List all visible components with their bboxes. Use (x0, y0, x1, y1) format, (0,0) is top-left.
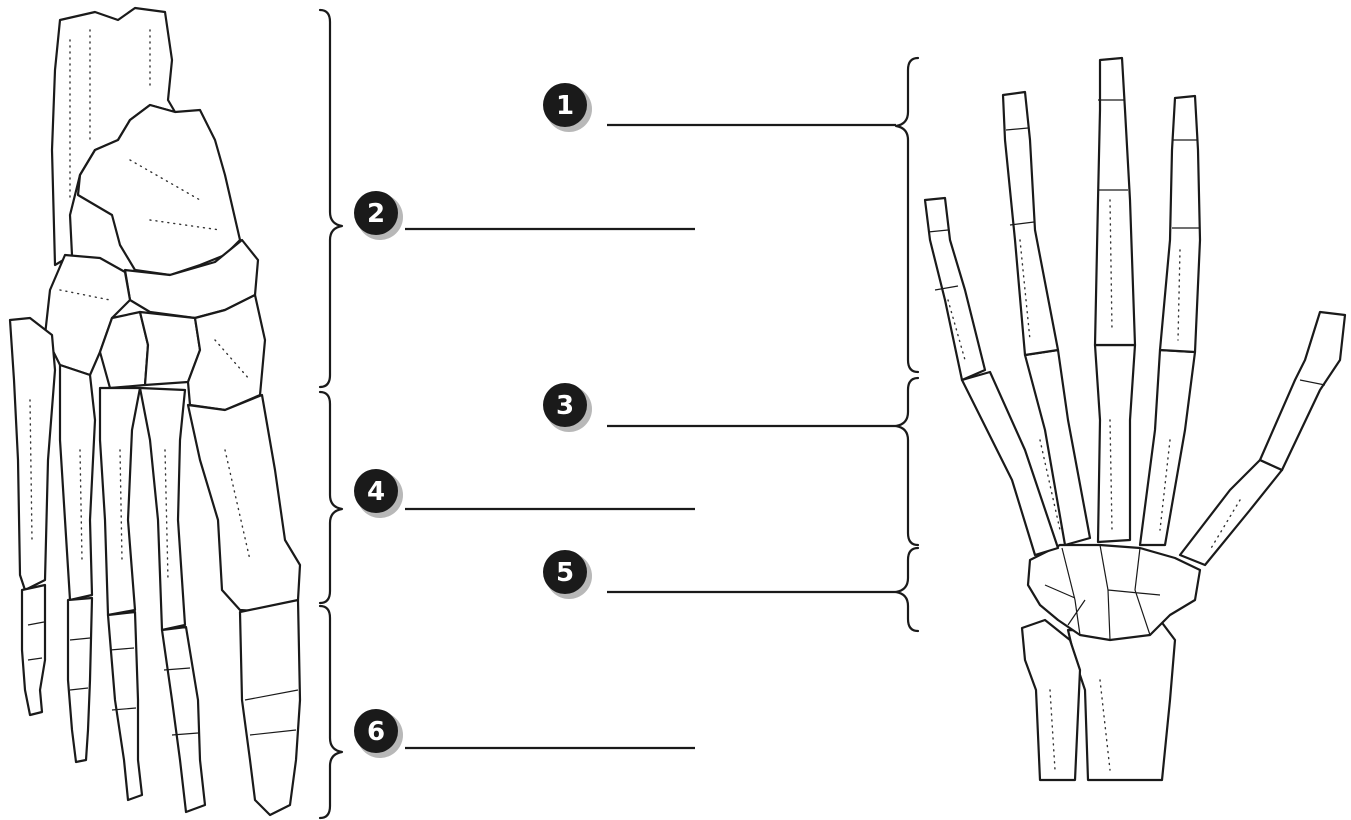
metatarsal-1 (188, 395, 300, 612)
number-badge-5: 5 (543, 550, 592, 599)
metatarsal-2 (140, 388, 185, 630)
finger-4-phalanges (1003, 92, 1058, 355)
number-label-1: 1 (556, 91, 574, 121)
bracket-metacarpals (896, 378, 918, 545)
metatarsal-4 (60, 365, 95, 600)
metacarpal-3 (1095, 345, 1135, 542)
number-label-2: 2 (367, 199, 385, 229)
metatarsal-3 (100, 388, 140, 615)
number-label-5: 5 (556, 558, 574, 588)
number-label-3: 3 (556, 391, 574, 421)
number-label-4: 4 (367, 477, 385, 507)
bracket-finger-phalanges (896, 58, 918, 372)
finger-5-phalanges (925, 198, 985, 380)
foot-brackets (320, 10, 342, 818)
toe-3-phalanges (108, 612, 142, 800)
bracket-metatarsals (320, 392, 342, 603)
toe-2-phalanges (162, 627, 205, 812)
number-label-6: 6 (367, 717, 385, 747)
number-badge-2: 2 (354, 191, 403, 240)
number-badge-6: 6 (354, 709, 403, 758)
bracket-carpals (896, 548, 918, 631)
radius-bone (1068, 620, 1175, 780)
finger-1-phalanges (1260, 312, 1345, 470)
toe-4-phalanges (68, 598, 92, 762)
hand-skeleton (925, 58, 1345, 780)
bracket-tarsals (320, 10, 342, 387)
foot-skeleton (10, 8, 300, 815)
finger-3-phalanges (1095, 58, 1135, 345)
ulna-bone (1022, 620, 1080, 780)
metatarsal-5 (10, 318, 55, 590)
toe-1-phalanges (240, 600, 300, 815)
number-badge-4: 4 (354, 469, 403, 518)
leader-lines (405, 125, 896, 748)
number-badge-1: 1 (543, 83, 592, 132)
metacarpal-2 (1140, 350, 1195, 545)
hand-brackets (896, 58, 918, 631)
number-badge-3: 3 (543, 383, 592, 432)
toe-5-phalanges (22, 585, 45, 715)
bracket-toe-phalanges (320, 606, 342, 818)
finger-2-phalanges (1160, 96, 1200, 352)
metacarpal-1 (1180, 460, 1282, 565)
